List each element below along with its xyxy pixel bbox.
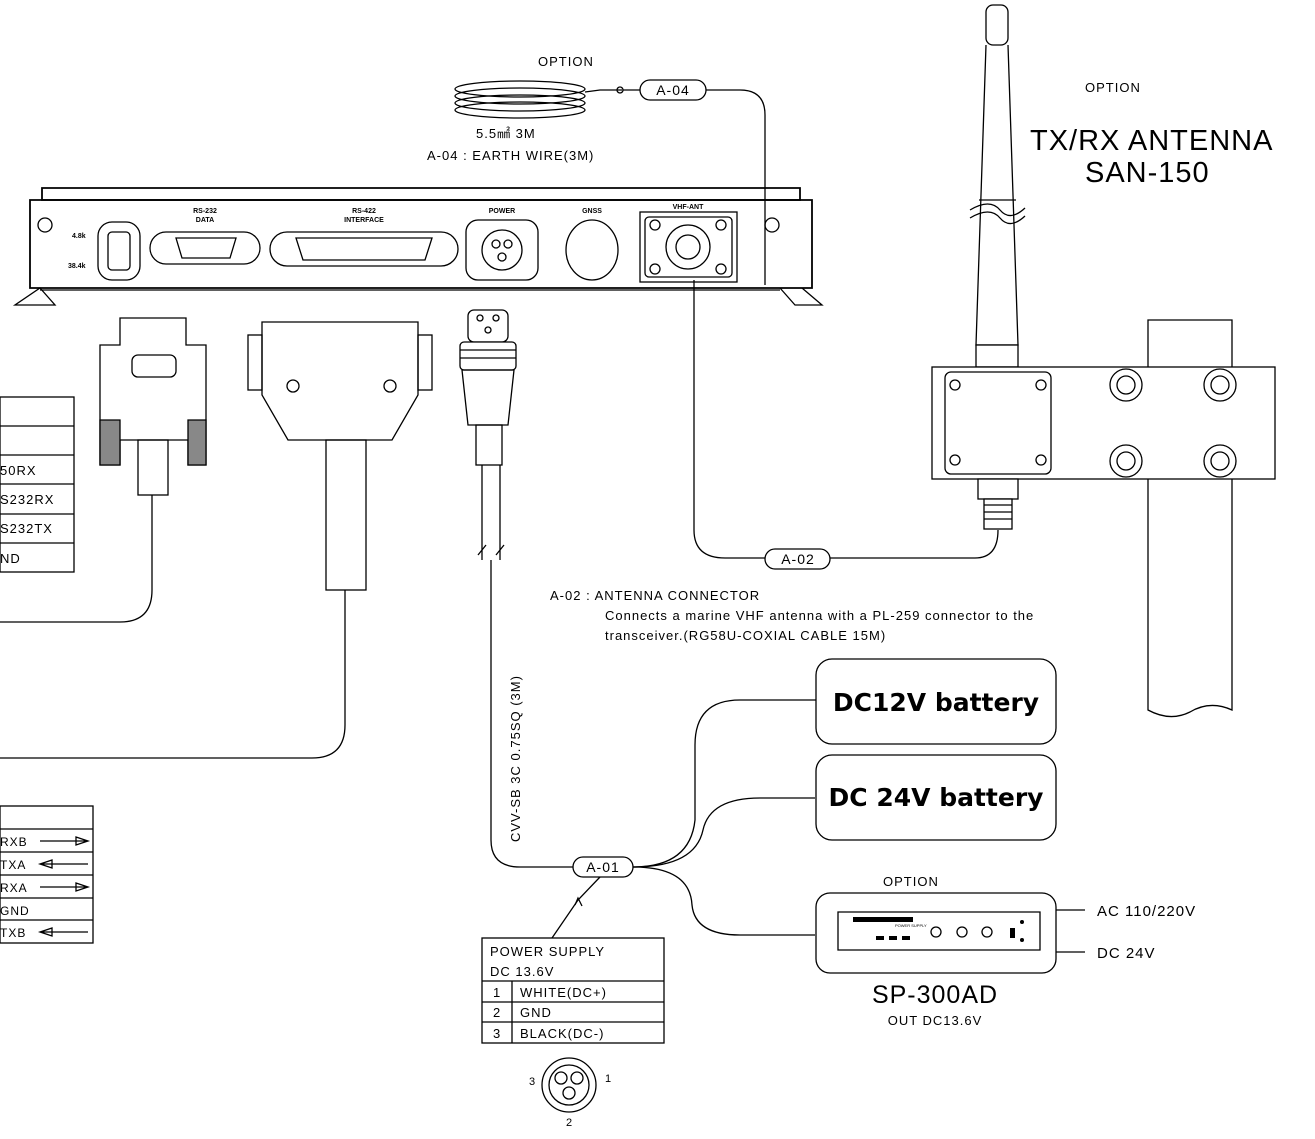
rs422-connector-group: RXB TXA RXA GND TXB	[0, 321, 433, 944]
power-pin-3-wire: BLACK(DC-)	[520, 1026, 604, 1041]
power-cable-tag: A-01	[586, 859, 620, 875]
power-pin-1-wire: WHITE(DC+)	[520, 985, 607, 1000]
earth-wire-size: 5.5㎟ 3M	[476, 126, 536, 141]
earth-wire-option-label: OPTION	[538, 54, 594, 69]
plug-pin-3: 3	[529, 1076, 535, 1088]
power-pin-2-wire: GND	[520, 1005, 552, 1020]
antenna-cable-desc-1: A-02 : ANTENNA CONNECTOR	[550, 588, 760, 603]
arrow-in-icon	[37, 859, 88, 869]
rs232-row-4: S232RX	[0, 492, 54, 507]
baud-switch	[97, 221, 141, 281]
rs422-port-sublabel: INTERFACE	[344, 217, 384, 224]
antenna-cable-desc-3: transceiver.(RG58U-COXIAL CABLE 15M)	[605, 628, 886, 643]
baud-rate-low: 38.4k	[68, 263, 86, 270]
power-pin-2-no: 2	[493, 1005, 500, 1020]
vhf-antenna-port	[639, 211, 738, 283]
baud-rate-high: 4.8k	[72, 233, 86, 240]
rs422-pin-table: RXB TXA RXA GND TXB	[0, 805, 94, 944]
rs422-row-5: GND	[0, 904, 30, 918]
psu-model: SP-300AD	[872, 981, 998, 1009]
power-port-label: POWER	[489, 208, 515, 215]
power-port	[465, 219, 539, 281]
rs422-port-label: RS-422	[352, 208, 376, 215]
transceiver-rear-panel: 4.8k 38.4k RS-232 DATA RS-422 INTERFACE …	[12, 187, 824, 306]
rs232-pin-table: 50RX S232RX S232TX ND	[0, 396, 75, 573]
antenna-cable-desc-2: Connects a marine VHF antenna with a PL-…	[605, 608, 1034, 623]
psu-output: OUT DC13.6V	[888, 1013, 983, 1028]
rs422-row-4: RXA	[0, 881, 28, 895]
power-cable-group: CVV-SB 3C 0.75SQ (3M) A-01	[459, 309, 818, 939]
power-table-voltage: DC 13.6V	[490, 964, 554, 979]
dc24v-battery-box	[815, 754, 1057, 841]
rs422-row-6: TXB	[0, 926, 26, 940]
antenna-cable-tag: A-02	[781, 551, 815, 567]
rs232-connector-group: 50RX S232RX S232TX ND	[0, 317, 207, 623]
arrow-in-icon	[37, 927, 88, 937]
psu-front-label	[853, 917, 913, 922]
dc12v-battery-label: DC12V battery	[833, 688, 1039, 717]
psu-input-ac: AC 110/220V	[1097, 903, 1196, 920]
power-cable-label: CVV-SB 3C 0.75SQ (3M)	[508, 675, 523, 842]
rs422-row-2: RXB	[0, 835, 28, 849]
antenna-cable-group: A-02 A-02 : ANTENNA CONNECTOR Connects a…	[550, 280, 1034, 643]
rs232-port-label: RS-232	[193, 208, 217, 215]
vhf-port-label: VHF-ANT	[673, 204, 704, 211]
antenna-option-label: OPTION	[1085, 80, 1141, 95]
gnss-port	[565, 219, 619, 281]
dc24v-battery-label: DC 24V battery	[829, 783, 1044, 812]
mounting-pole	[1147, 319, 1233, 718]
arrow-out-icon	[40, 836, 91, 846]
antenna-model: SAN-150	[1085, 157, 1210, 189]
power-pin-3-no: 3	[493, 1026, 500, 1041]
rs232-port-sublabel: DATA	[196, 217, 214, 224]
plug-pin-2: 2	[566, 1117, 572, 1129]
batteries-group: DC12V battery DC 24V battery	[815, 658, 1057, 841]
power-table-title: POWER SUPPLY	[490, 944, 605, 959]
antenna-title: TX/RX ANTENNA	[1030, 125, 1273, 157]
psu-front-text: POWER SUPPLY	[895, 923, 927, 928]
arrow-out-icon	[40, 882, 91, 892]
rs232-port	[149, 231, 261, 265]
antenna-cable-tag-box	[764, 548, 831, 570]
power-pin-1-no: 1	[493, 985, 500, 1000]
gnss-port-label: GNSS	[582, 208, 602, 215]
antenna-group: OPTION TX/RX ANTENNA SAN-150	[931, 4, 1276, 718]
rs232-row-6: ND	[0, 551, 21, 566]
earth-wire-tag: A-04	[656, 82, 690, 98]
power-supply-group: OPTION POWER SUPPLY AC 110/220V DC 24V S…	[815, 874, 1196, 1028]
plug-pinout-icon: 1 3 2	[529, 1057, 611, 1129]
antenna-tip	[985, 4, 1009, 46]
earth-wire-description: A-04 : EARTH WIRE(3M)	[427, 148, 594, 163]
dc12v-battery-box	[815, 658, 1057, 745]
earth-wire-coil	[454, 80, 586, 119]
rs232-row-3: 50RX	[0, 463, 37, 478]
psu-unit-box	[815, 892, 1057, 974]
psu-option-label: OPTION	[883, 874, 939, 889]
rs422-row-3: TXA	[0, 858, 26, 872]
power-pin-table: POWER SUPPLY DC 13.6V 1 WHITE(DC+) 2 GND…	[481, 937, 665, 1044]
psu-input-dc: DC 24V	[1097, 945, 1156, 962]
earth-wire-group: OPTION A-04 5.5㎟ 3M A-04 : EARTH WIRE(3M…	[427, 54, 772, 285]
plug-pin-1: 1	[605, 1073, 611, 1085]
rs422-port	[269, 231, 459, 267]
rs232-row-5: S232TX	[0, 521, 53, 536]
